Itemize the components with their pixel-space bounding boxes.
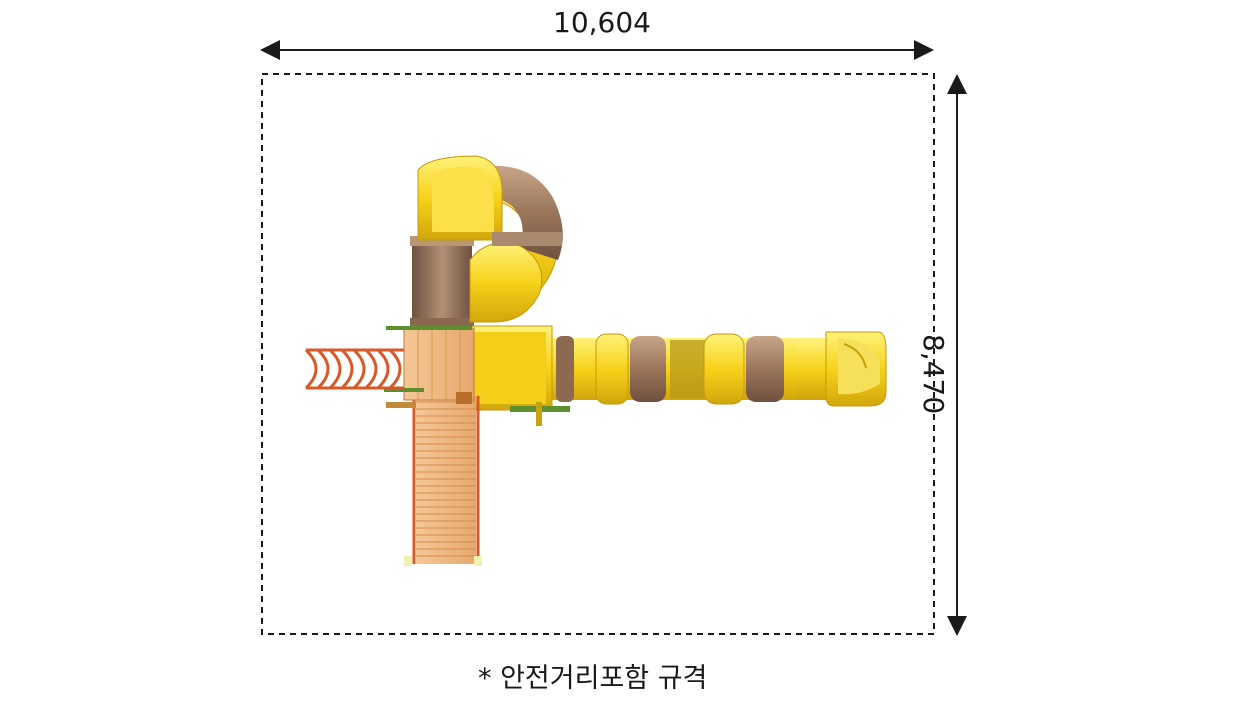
arch-climber [304, 348, 404, 390]
width-dimension-label: 10,604 [553, 6, 651, 39]
height-dimension-label: 8,470 [917, 334, 950, 415]
tube-tower [410, 236, 474, 330]
wooden-platform [384, 326, 475, 408]
wooden-stair [404, 396, 482, 566]
yellow-deck [467, 325, 570, 426]
safety-distance-footnote: * 안전거리포함 규격 [478, 663, 708, 694]
spiral-slide [417, 155, 563, 323]
horizontal-tube-slide [550, 331, 887, 407]
safety-boundary [261, 73, 935, 635]
